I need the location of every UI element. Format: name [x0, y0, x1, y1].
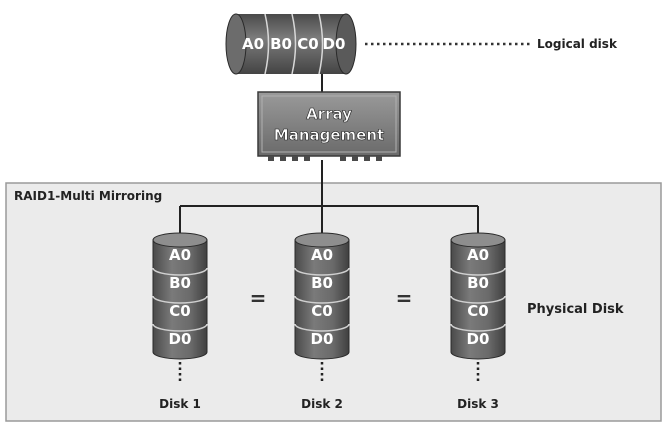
disk-block-label: D0	[467, 330, 490, 348]
logical-block-d0: D0	[323, 35, 346, 53]
disk-segment-divider	[450, 267, 506, 276]
logical-disk: A0 B0 C0 D0	[225, 13, 357, 75]
disk-top-cap	[152, 232, 208, 248]
logical-block-c0: C0	[297, 35, 318, 53]
array-management-line1: Array	[306, 105, 352, 123]
disk-segment-divider	[152, 267, 208, 276]
disk-body	[152, 239, 208, 360]
disk-segment-divider	[450, 295, 506, 304]
logical-block-b0: B0	[270, 35, 292, 53]
disk-block-label: B0	[169, 274, 191, 292]
logical-block-a0: A0	[242, 35, 264, 53]
disk-segment-divider	[152, 323, 208, 332]
disk-name-label: Disk 2	[301, 397, 343, 411]
disk-segment-divider	[294, 295, 350, 304]
disk-block-label: A0	[169, 246, 191, 264]
disk-block-label: B0	[467, 274, 489, 292]
disk-name-label: Disk 3	[457, 397, 499, 411]
disk-top-cap	[294, 232, 350, 248]
disk-block-label: C0	[169, 302, 190, 320]
disk-block-label: D0	[311, 330, 334, 348]
physical-disk-label: Physical Disk	[527, 302, 624, 317]
disk-segment-divider	[450, 323, 506, 332]
disk-block-label: C0	[311, 302, 332, 320]
raid-panel-title: RAID1-Multi Mirroring	[14, 189, 162, 203]
disk-top-cap	[450, 232, 506, 248]
disk-body	[294, 239, 350, 360]
disk-block-label: A0	[311, 246, 333, 264]
equals-sign-2: =	[396, 286, 413, 310]
disk-block-label: B0	[311, 274, 333, 292]
disk-segment-divider	[294, 267, 350, 276]
disk-body	[450, 239, 506, 360]
equals-sign-1: =	[250, 286, 267, 310]
disk-segment-divider	[294, 323, 350, 332]
disk-segment-divider	[152, 295, 208, 304]
disk-name-label: Disk 1	[159, 397, 201, 411]
disk-block-label: D0	[169, 330, 192, 348]
disk-block-label: C0	[467, 302, 488, 320]
array-management-line2: Management	[274, 126, 384, 144]
array-management-box: Array Management	[257, 91, 401, 161]
logical-disk-label: Logical disk	[537, 37, 618, 51]
disk-block-label: A0	[467, 246, 489, 264]
